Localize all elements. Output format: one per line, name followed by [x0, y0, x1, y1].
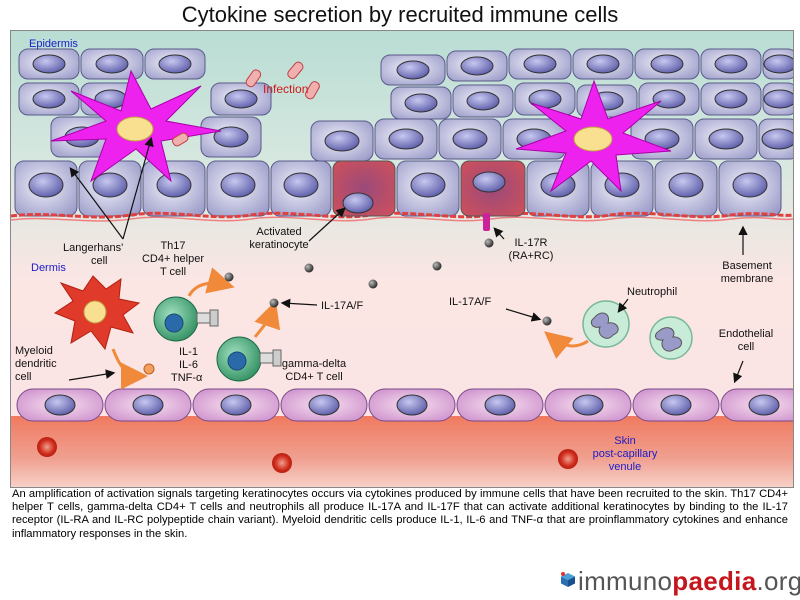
endothelial-nucleus [396, 394, 428, 416]
keratinocyte-nucleus [708, 128, 744, 150]
label-il6: IL-6 [179, 359, 198, 371]
cytokine-droplet [143, 363, 155, 375]
keratinocyte-nucleus [324, 130, 360, 152]
myeloid-dendritic-cell [53, 275, 141, 351]
logo-text-immuno: immuno [578, 566, 673, 596]
secretion-arrow [187, 267, 235, 297]
logo-cube-icon [561, 572, 575, 587]
endothelial-nucleus [572, 394, 604, 416]
secretion-arrow [111, 348, 148, 390]
label-il17r-2: (RA+RC) [509, 250, 554, 262]
keratinocyte-nucleus [586, 54, 620, 74]
label-endothelial-2: cell [738, 341, 755, 353]
label-myeloid: Myeloid [15, 345, 53, 357]
label-il17r: IL-17R [514, 237, 547, 249]
keratinocyte-nucleus [763, 54, 793, 74]
logo-text-org: .org [756, 566, 800, 596]
keratinocyte-nucleus [466, 91, 500, 111]
label-activated-keratinocyte-2: keratinocyte [249, 239, 308, 251]
neutrophil-cell [649, 316, 693, 360]
keratinocyte-nucleus [32, 54, 66, 74]
label-th17-2: CD4+ helper [142, 253, 204, 265]
keratinocyte-nucleus [92, 172, 128, 198]
keratinocyte-nucleus [404, 93, 438, 113]
gamma-delta-t-cell [216, 336, 282, 382]
keratinocyte-nucleus [283, 172, 319, 198]
label-skin-2: post-capillary [593, 448, 658, 460]
langerhans-cell-right [515, 79, 672, 193]
label-skin: Skin [614, 435, 635, 447]
label-activated-keratinocyte: Activated [256, 226, 301, 238]
logo-text-paedia: paedia [672, 566, 757, 596]
keratinocyte-nucleus [28, 172, 64, 198]
label-gamma-delta-2: CD4+ T cell [285, 371, 342, 383]
bacteria-icon [172, 61, 320, 147]
label-il1: IL-1 [179, 346, 198, 358]
label-skin-3: venule [609, 461, 641, 473]
keratinocyte-nucleus [452, 128, 488, 150]
endothelial-layer [16, 388, 793, 422]
basement-membrane [11, 211, 793, 219]
label-il17af-right: IL-17A/F [449, 296, 491, 308]
label-langerhans: Langerhans' [63, 242, 123, 254]
immunopaedia-logo[interactable]: immunopaedia.org [560, 566, 800, 596]
label-gamma-delta: gamma-delta [282, 358, 347, 370]
keratinocyte-nucleus [460, 56, 494, 76]
label-langerhans-2: cell [91, 255, 108, 267]
diagram-title: Cytokine secretion by recruited immune c… [181, 2, 619, 27]
th17-t-cell [153, 296, 219, 342]
red-blood-cell [558, 449, 578, 469]
red-blood-cell [272, 453, 292, 473]
keratinocyte-nucleus [650, 54, 684, 74]
label-infection: Infection [263, 82, 308, 96]
keratinocyte-nucleus [220, 172, 256, 198]
endothelial-nucleus [748, 394, 780, 416]
endothelial-nucleus [220, 394, 252, 416]
keratinocyte-nucleus [32, 89, 66, 109]
label-th17-3: T cell [160, 266, 186, 278]
label-tnf: TNF-α [171, 372, 203, 384]
endothelial-nucleus [308, 394, 340, 416]
keratinocyte-nucleus [714, 54, 748, 74]
keratinocyte-nucleus [95, 54, 129, 74]
keratinocyte-nucleus [732, 172, 768, 198]
figure-caption: An amplification of activation signals t… [12, 488, 788, 540]
label-basement-membrane: Basement [722, 260, 772, 272]
il17-molecules [224, 238, 552, 326]
diagram-figure: Epidermis Dermis Infection Langerhans' c… [10, 30, 794, 488]
endothelial-nucleus [484, 394, 516, 416]
label-myeloid-3: cell [15, 371, 32, 383]
label-il17af-left: IL-17A/F [321, 300, 363, 312]
label-th17: Th17 [160, 240, 185, 252]
label-myeloid-2: dendritic [15, 358, 57, 370]
secretion-arrow [253, 300, 281, 338]
neutrophil-cell [582, 300, 630, 348]
venule-band [11, 416, 793, 487]
keratinocyte-nucleus [714, 89, 748, 109]
keratinocyte-nucleus [668, 172, 704, 198]
keratinocyte-nucleus [523, 54, 557, 74]
keratinocyte-nucleus [156, 172, 192, 198]
label-neutrophil: Neutrophil [627, 286, 677, 298]
label-basement-membrane-2: membrane [721, 273, 774, 285]
secretion-arrow [544, 331, 589, 359]
keratinocyte-nucleus [396, 60, 430, 80]
endothelial-nucleus [44, 394, 76, 416]
keratinocyte-nucleus [388, 128, 424, 150]
red-blood-cell [37, 437, 57, 457]
keratinocyte-nucleus [213, 126, 249, 148]
keratinocyte-nucleus [761, 128, 793, 150]
label-dermis: Dermis [31, 262, 66, 274]
label-epidermis: Epidermis [29, 38, 78, 50]
keratinocyte-nucleus [410, 172, 446, 198]
il17-receptor [483, 213, 490, 231]
keratinocyte-nucleus [763, 89, 793, 109]
endothelial-nucleus [132, 394, 164, 416]
keratinocyte-nucleus [652, 89, 686, 109]
keratinocyte-nucleus [224, 89, 258, 109]
label-endothelial: Endothelial [719, 328, 773, 340]
langerhans-cell-left [50, 69, 222, 183]
keratinocyte-nucleus [158, 54, 192, 74]
endothelial-nucleus [660, 394, 692, 416]
